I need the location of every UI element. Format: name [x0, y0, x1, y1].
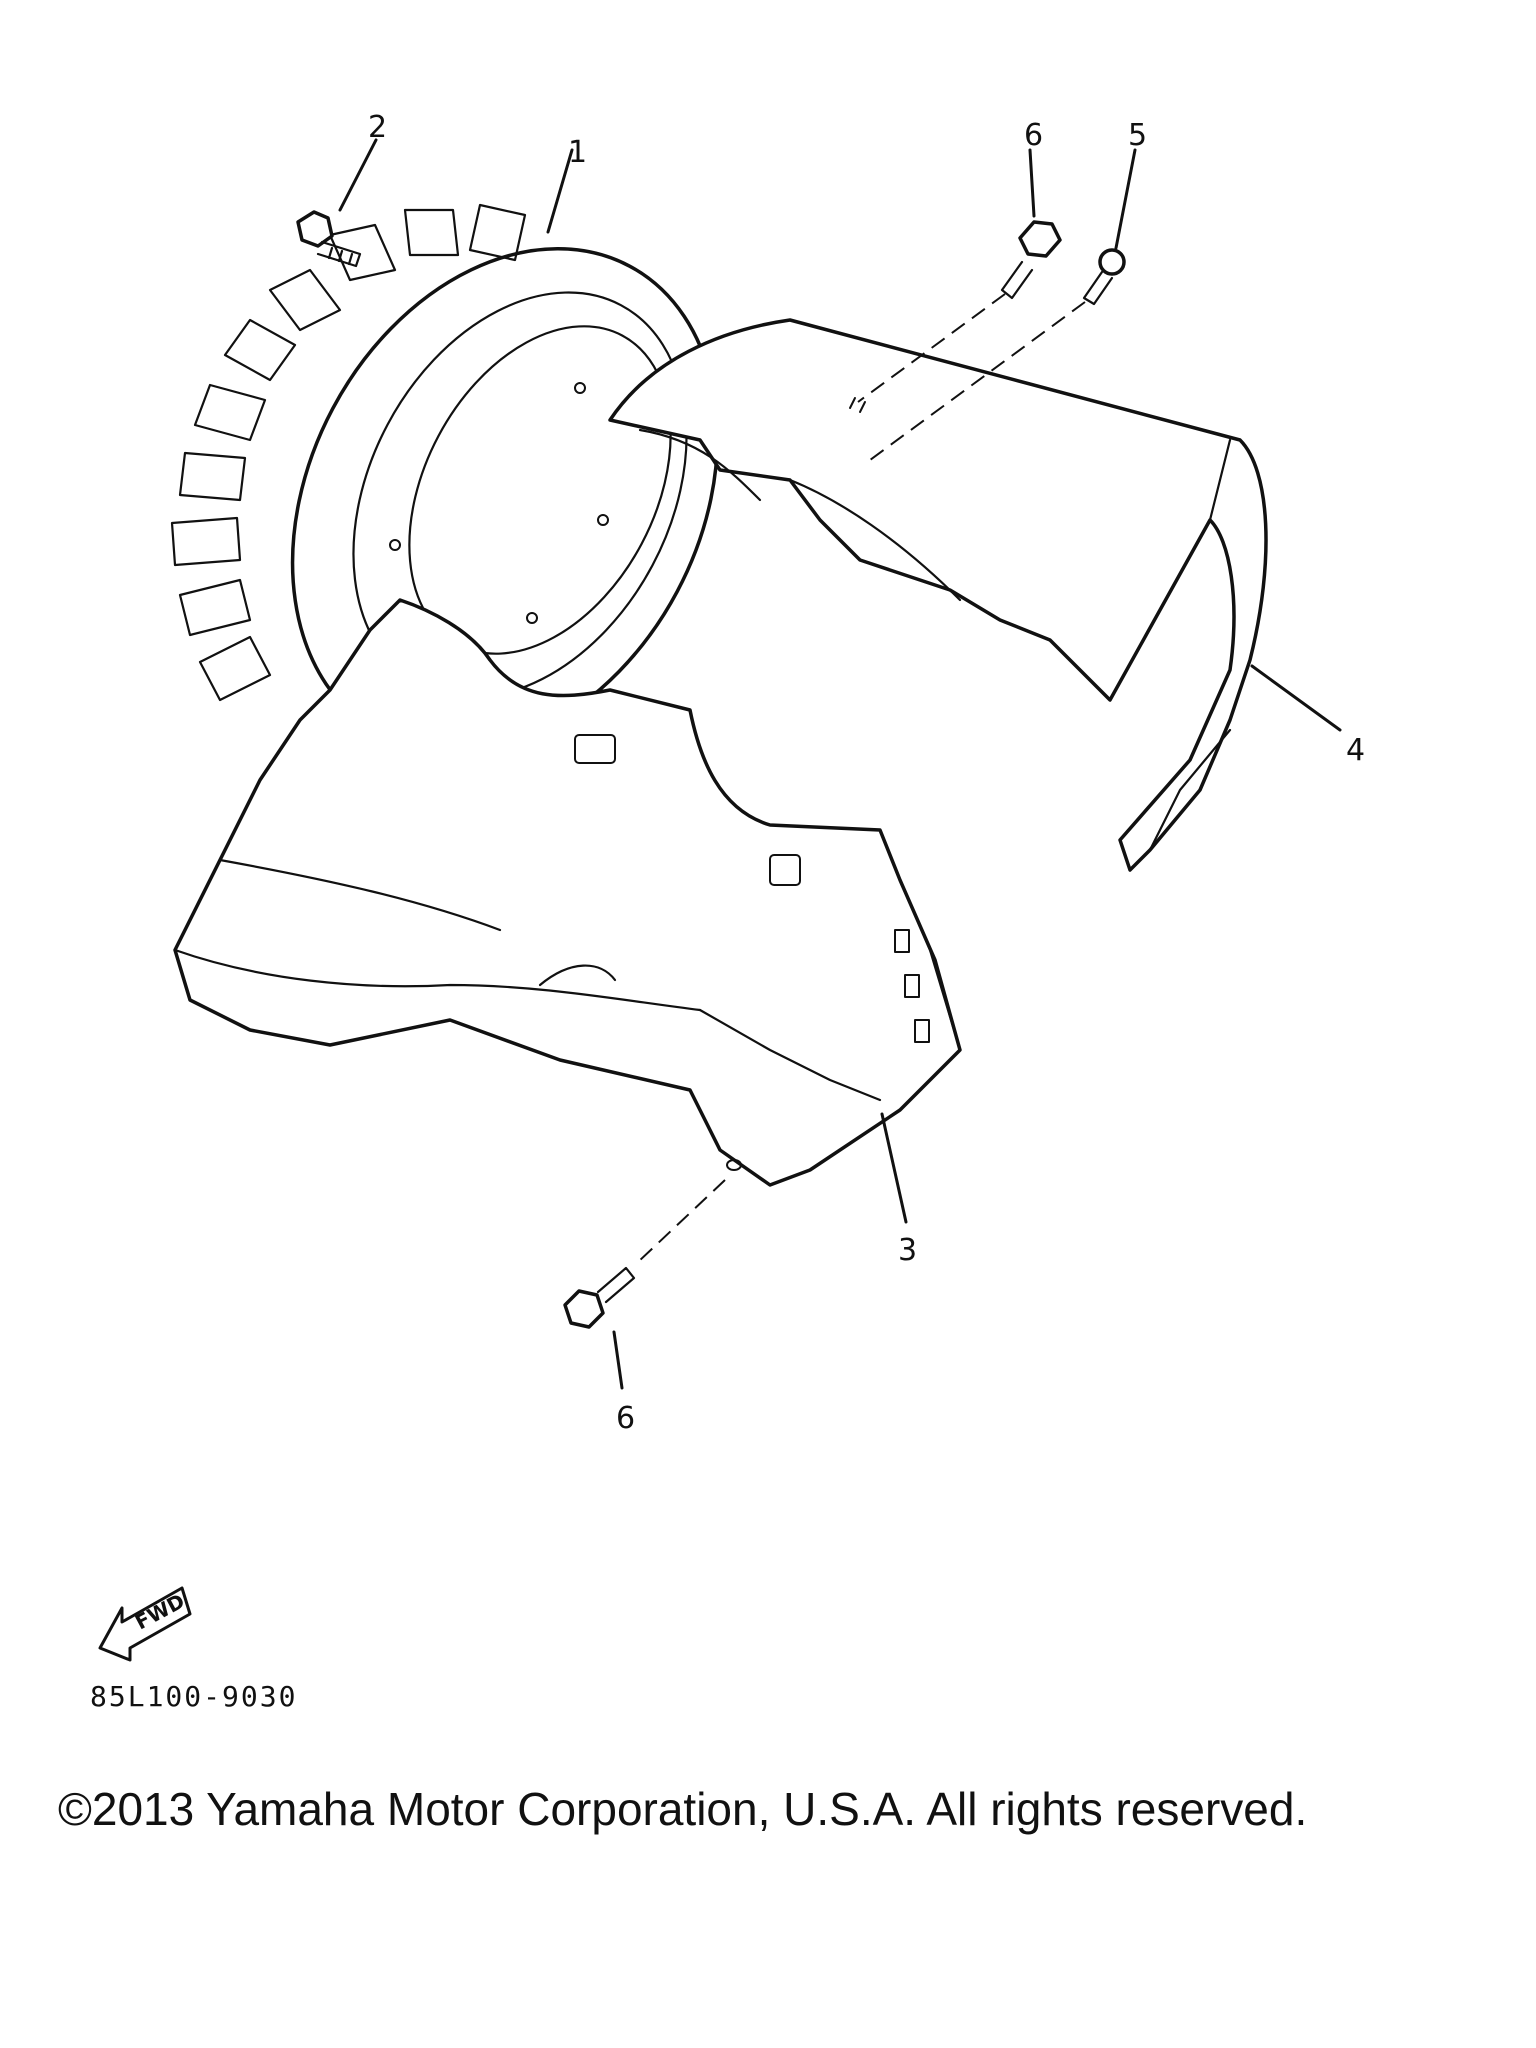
leader-1: [546, 148, 574, 234]
bolt-part-5: [1082, 248, 1126, 306]
assembly-line-5: [869, 301, 1086, 461]
bolt-part-6-top: [1000, 220, 1062, 300]
leader-6-top: [1028, 148, 1036, 218]
bolt-part-2: [296, 210, 362, 268]
leader-3: [880, 1112, 908, 1224]
leader-2: [338, 138, 378, 212]
callout-3: 3: [898, 1233, 917, 1268]
fwd-arrow-icon: FWD: [98, 1586, 192, 1662]
callout-5: 5: [1128, 118, 1147, 153]
assembly-line-6-bottom: [637, 1179, 726, 1263]
callout-6-bottom: 6: [616, 1401, 635, 1436]
leader-6-bottom: [612, 1330, 624, 1390]
callout-6-top: 6: [1024, 118, 1043, 153]
assembly-line-6-top: [857, 293, 1006, 403]
callout-1: 1: [568, 135, 587, 170]
drawing-code: 85L100-9030: [90, 1680, 298, 1713]
fwd-label: FWD: [131, 1589, 188, 1635]
callout-2: 2: [368, 110, 387, 145]
copyright-notice: ©2013 Yamaha Motor Corporation, U.S.A. A…: [58, 1783, 1308, 1835]
leader-5: [1114, 148, 1137, 250]
lower-cover: [173, 598, 962, 1187]
leader-4: [1250, 664, 1342, 732]
bolt-part-6-bottom: [563, 1266, 636, 1329]
callout-4: 4: [1346, 733, 1365, 768]
upper-cover: [608, 318, 1268, 872]
